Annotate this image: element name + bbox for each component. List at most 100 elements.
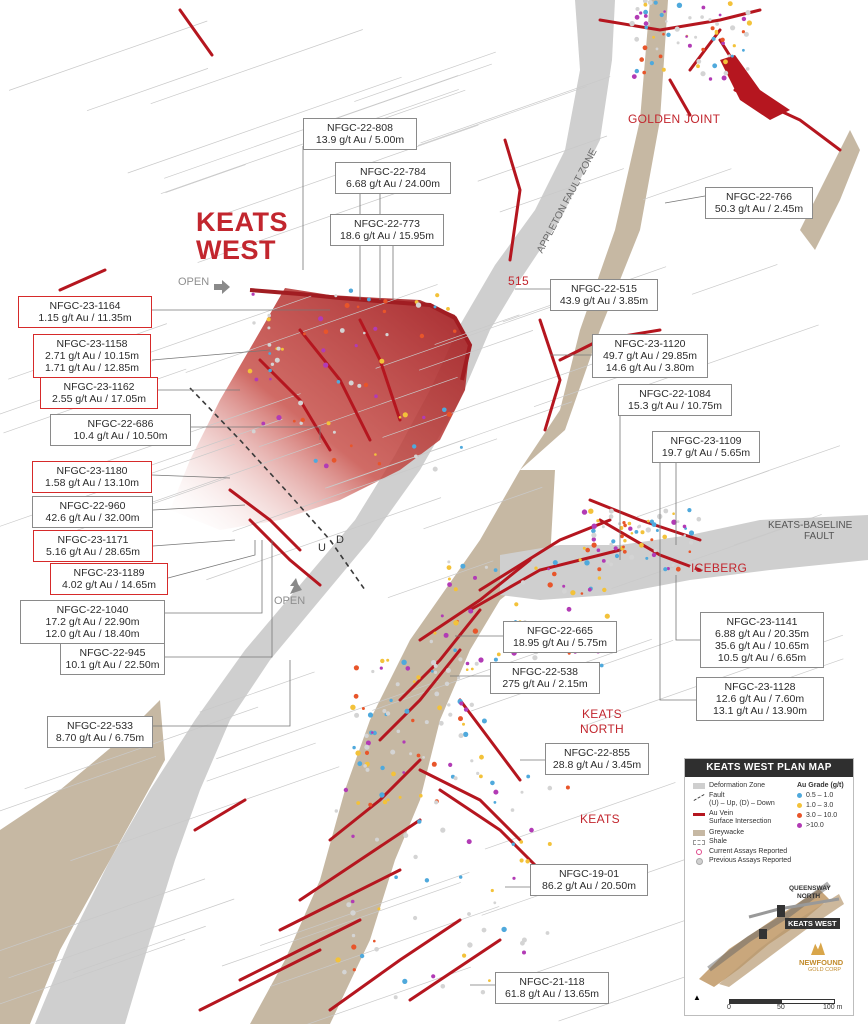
assay-point — [365, 740, 371, 746]
assay-point — [645, 556, 649, 560]
drill-trace — [636, 470, 770, 518]
assay-point — [552, 560, 558, 566]
drill-value: 18.95 g/t Au / 5.75m — [513, 637, 607, 649]
assay-point — [484, 565, 488, 569]
assay-point — [356, 801, 361, 805]
assay-point — [674, 26, 680, 32]
assay-point — [374, 947, 379, 952]
assay-point — [642, 45, 648, 51]
swatch-grade-1 — [797, 793, 802, 798]
assay-point — [634, 14, 640, 20]
drill-value: 5.16 g/t Au / 28.65m — [46, 546, 140, 558]
open-label-west: OPEN — [178, 276, 210, 288]
assay-point — [708, 77, 713, 81]
assay-point — [429, 639, 433, 644]
assay-point — [562, 588, 567, 594]
assay-point — [459, 875, 463, 879]
legend-previous: Previous Assays Reported — [709, 857, 792, 864]
assay-point — [398, 416, 402, 419]
legend-grade-2: 1.0 – 3.0 — [806, 802, 834, 809]
assay-point — [433, 305, 437, 309]
assay-point — [689, 540, 694, 545]
drill-trace — [374, 89, 466, 123]
assay-point — [374, 453, 377, 456]
assay-point — [379, 792, 385, 798]
drill-trace — [86, 68, 209, 112]
assay-point — [447, 560, 451, 564]
assay-point — [718, 13, 722, 17]
assay-point — [639, 11, 643, 15]
assay-point — [269, 377, 272, 381]
assay-point — [597, 567, 602, 572]
assay-point — [689, 564, 695, 571]
drill-value: 10.5 g/t Au / 6.65m — [717, 652, 807, 664]
assay-point — [631, 74, 637, 79]
drill-id: NFGC-23-1164 — [49, 300, 121, 312]
legend-current: Current Assays Reported — [709, 848, 788, 855]
assay-point — [676, 2, 683, 8]
drill-trace — [419, 330, 534, 371]
place-iceberg: ICEBERG — [691, 561, 748, 575]
assay-point — [469, 702, 474, 707]
drill-value: 6.88 g/t Au / 20.35m — [715, 628, 809, 640]
assay-point — [609, 542, 613, 547]
assay-point — [741, 30, 746, 34]
drill-value: 2.71 g/t Au / 10.15m — [45, 350, 139, 362]
assay-point — [379, 358, 385, 364]
assay-point — [481, 718, 487, 724]
assay-point — [525, 859, 530, 864]
assay-point — [715, 22, 719, 26]
assay-point — [663, 567, 668, 572]
drill-trace — [733, 514, 822, 546]
assay-point — [377, 907, 381, 911]
assay-point — [424, 878, 430, 883]
assay-point — [419, 793, 423, 798]
assay-point — [467, 942, 473, 948]
assay-point — [650, 538, 654, 542]
assay-point — [351, 834, 355, 838]
assay-point — [251, 429, 256, 434]
drill-value: 6.68 g/t Au / 24.00m — [346, 178, 440, 190]
keats-baseline-line1: KEATS-BASELINE — [768, 520, 853, 531]
assay-point — [448, 712, 453, 717]
assay-point — [478, 657, 484, 663]
assay-point — [411, 718, 415, 723]
assay-point — [446, 307, 450, 311]
drill-trace — [477, 135, 608, 182]
place-golden-joint: GOLDEN JOINT — [628, 112, 721, 126]
place-keats-north-line2: NORTH — [580, 722, 624, 736]
assay-point — [597, 576, 602, 580]
assay-point — [723, 70, 729, 76]
assay-point — [510, 808, 515, 812]
vein-layer — [58, 8, 842, 1012]
assay-point — [440, 827, 446, 833]
assay-point — [687, 43, 692, 48]
